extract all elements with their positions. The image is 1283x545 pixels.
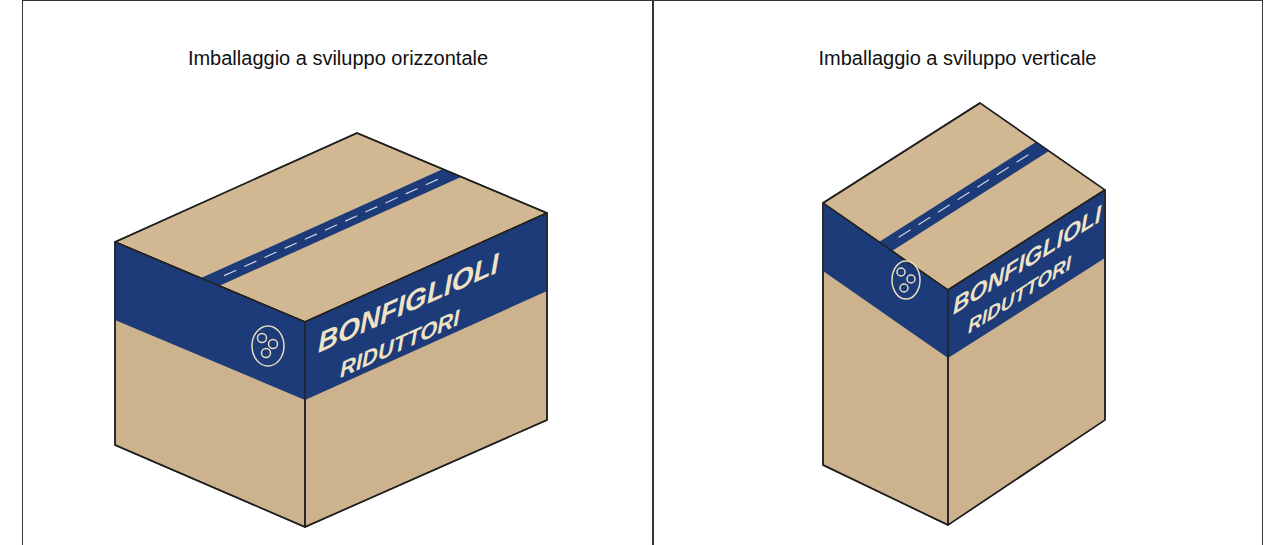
tape-mark bbox=[918, 217, 930, 225]
tape-mark bbox=[406, 188, 418, 193]
horizontal-box bbox=[115, 133, 547, 527]
tape-mark bbox=[305, 234, 317, 239]
gear-logo bbox=[252, 326, 284, 366]
tape-mark bbox=[325, 225, 337, 230]
tape-mark bbox=[365, 207, 377, 212]
tape-mark bbox=[345, 216, 357, 221]
tape-mark bbox=[244, 261, 256, 266]
panel: Imballaggio a sviluppo orizzontale bbox=[22, 0, 654, 545]
tape-marks bbox=[224, 155, 1028, 276]
tape-mark bbox=[426, 179, 438, 184]
tape-mark bbox=[938, 205, 950, 213]
tape-mark bbox=[224, 270, 236, 275]
tape-mark bbox=[285, 243, 297, 248]
tape-mark bbox=[977, 180, 989, 188]
tape-mark bbox=[899, 230, 911, 238]
panel: Imballaggio a sviluppo verticale bbox=[652, 0, 1263, 545]
tape-mark bbox=[385, 198, 397, 203]
panel-title: Imballaggio a sviluppo orizzontale bbox=[23, 47, 653, 70]
panel-title: Imballaggio a sviluppo verticale bbox=[653, 47, 1262, 70]
tape-mark bbox=[1016, 155, 1028, 163]
tape-mark bbox=[997, 167, 1009, 175]
tape-mark bbox=[264, 252, 276, 257]
tape-mark bbox=[958, 192, 970, 200]
brand-text: BONFIGLIOLI bbox=[953, 202, 1101, 319]
vertical-box bbox=[823, 103, 1105, 525]
gear-logo bbox=[892, 261, 920, 299]
